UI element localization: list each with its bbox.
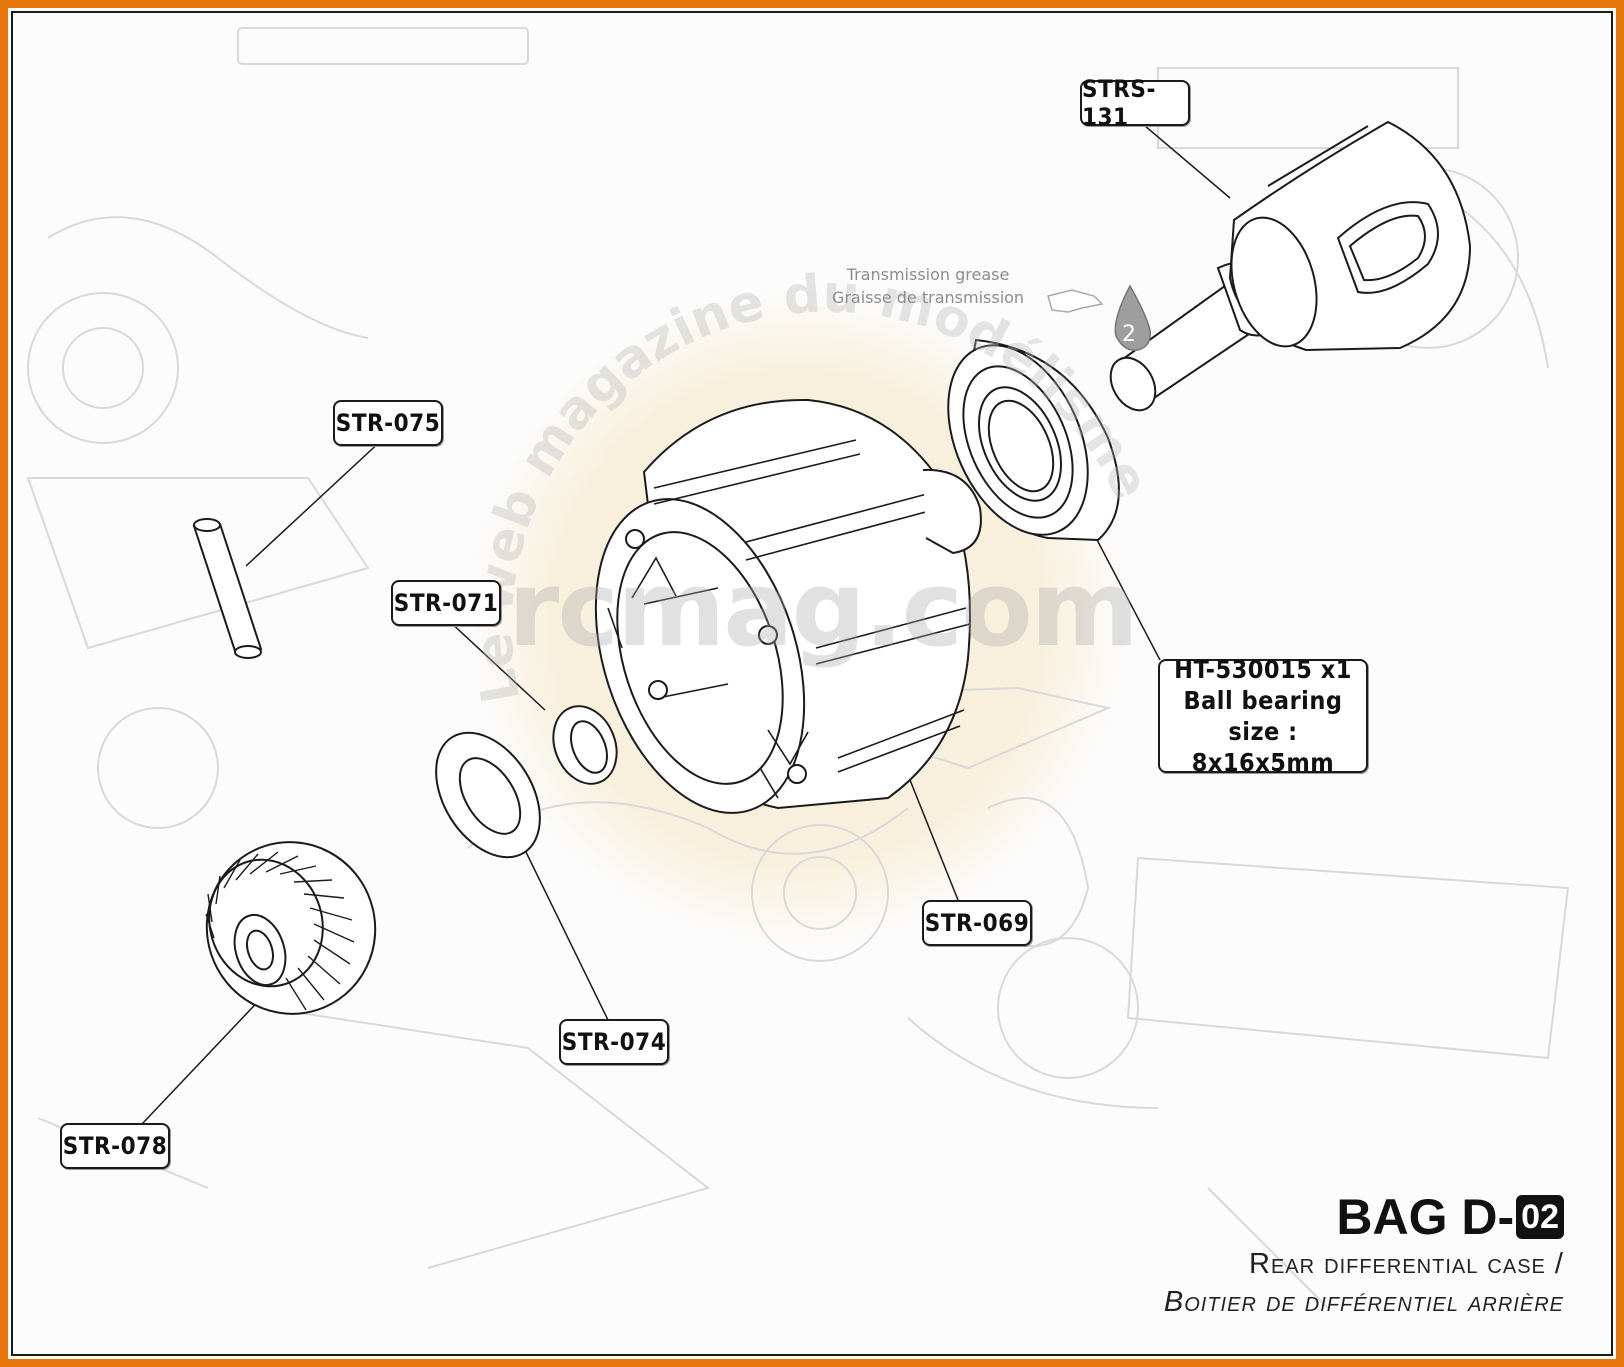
bearing-part-number: HT-530015 x1 (1174, 655, 1352, 684)
bag-title-prefix: BAG D- (1336, 1189, 1515, 1245)
callout-str-069: STR-069 (922, 900, 1032, 946)
grease-note: Transmission grease Graisse de transmiss… (808, 263, 1048, 309)
grease-note-fr: Graisse de transmission (831, 288, 1025, 307)
leader-lines (141, 119, 1231, 1125)
strs-131-outdrive-part (1109, 120, 1472, 412)
pointing-hand-icon (1047, 289, 1104, 313)
callout-str-075: STR-075 (333, 400, 443, 446)
bearing-size-value: 8x16x5mm (1191, 748, 1335, 777)
callout-str-074: STR-074 (559, 1019, 669, 1065)
grease-note-en: Transmission grease (846, 265, 1010, 284)
subtitle-english: Rear differential case / (1249, 1248, 1564, 1280)
callout-str-078: STR-078 (60, 1123, 170, 1169)
callout-ball-bearing: HT-530015 x1 Ball bearing size : 8x16x5m… (1158, 655, 1368, 777)
str-075-pin-part (192, 518, 263, 659)
str-078-bevel-gear-part (205, 841, 377, 1015)
str-071-washer-part (552, 705, 618, 785)
bag-title: BAG D- 02 (1336, 1188, 1564, 1246)
str-069-diff-case-part (594, 398, 982, 814)
ball-bearing-part (947, 338, 1120, 542)
exploded-diagram: 2 Le web magazine du modélisme (26, 27, 1570, 1309)
bearing-size-label: Ball bearing size : (1183, 686, 1343, 746)
callout-strs-131: STRS-131 (1080, 75, 1190, 131)
watermark-text: rcmag.com (508, 548, 1139, 670)
grease-step-number: 2 (1122, 322, 1136, 347)
str-074-shim-part (435, 731, 541, 859)
grease-drop-icon: 2 (1114, 284, 1151, 351)
subtitle-french: Boitier de différentiel arrière (1163, 1286, 1564, 1318)
bag-number-badge: 02 (1516, 1195, 1564, 1239)
callout-str-071: STR-071 (391, 580, 501, 626)
